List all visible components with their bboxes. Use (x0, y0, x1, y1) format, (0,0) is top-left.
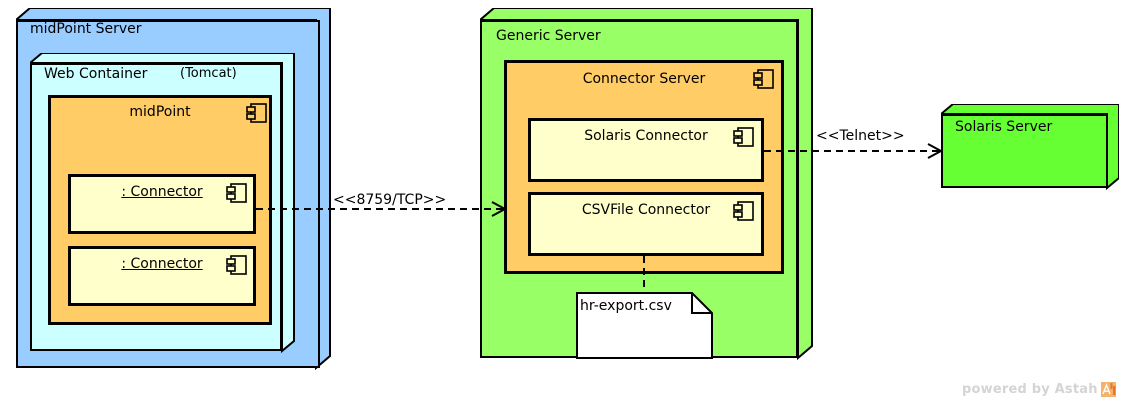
connection-telnet-label: <<Telnet>> (816, 128, 905, 144)
csvfile-connector-label: CSVFile Connector (581, 202, 711, 218)
midpoint-component-label: midPoint (129, 104, 191, 120)
component-icon (733, 200, 755, 222)
connection-8759-tcp-label: <<8759/TCP>> (333, 192, 447, 208)
artifact-label: hr-export.csv (580, 298, 672, 314)
component-csvfile-connector[interactable] (528, 192, 764, 256)
solaris-connector-label: Solaris Connector (584, 128, 708, 144)
web-container-stereotype: (Tomcat) (180, 66, 237, 81)
connector-b-label: : Connector (121, 256, 203, 272)
astah-logo-icon (1100, 382, 1116, 397)
web-container-label: Web Container (44, 66, 148, 82)
component-connector-b[interactable] (68, 246, 256, 306)
connector-a-label: : Connector (121, 184, 203, 200)
component-icon (753, 68, 775, 90)
component-icon (226, 254, 248, 276)
component-icon (246, 102, 268, 124)
component-icon (733, 126, 755, 148)
connection-csv-dependency[interactable] (639, 256, 649, 296)
component-icon (226, 182, 248, 204)
component-solaris-connector[interactable] (528, 118, 764, 182)
artifact-hr-export-csv[interactable] (576, 292, 714, 360)
component-connector-a[interactable] (68, 174, 256, 234)
generic-server-label: Generic Server (496, 28, 601, 44)
watermark: powered by Astah (962, 382, 1116, 397)
solaris-server-label: Solaris Server (955, 119, 1053, 135)
web-container-3d-side (30, 53, 310, 353)
node-solaris-server[interactable] (941, 114, 1108, 188)
connection-8759-tcp[interactable] (256, 200, 516, 218)
connector-server-label: Connector Server (582, 71, 706, 87)
midpoint-server-label: midPoint Server (30, 21, 142, 37)
generic-server-3d-side (480, 8, 814, 368)
connection-telnet[interactable] (764, 142, 944, 160)
watermark-text: powered by Astah (962, 382, 1098, 397)
